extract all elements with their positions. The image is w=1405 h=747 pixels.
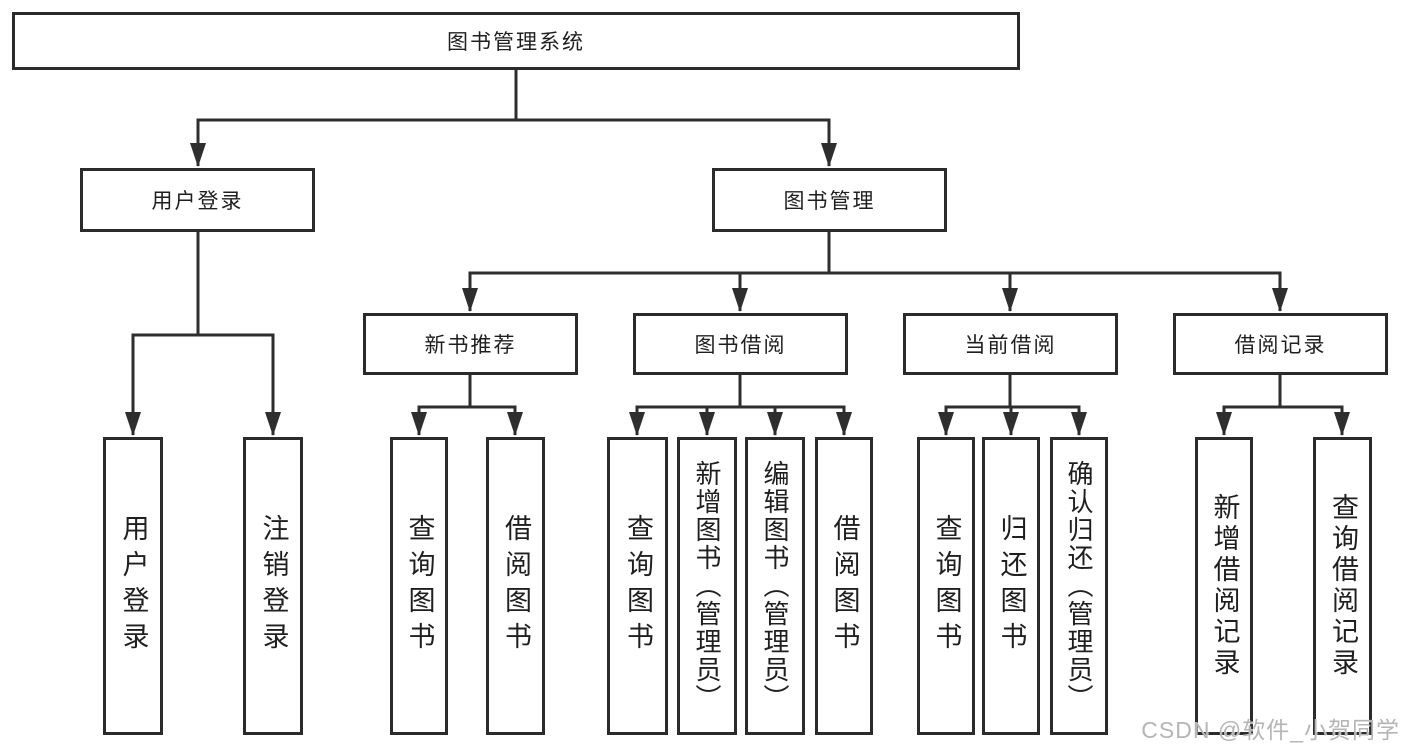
node-leaf-nbr-borrow-books-label: 借阅图书 — [501, 514, 531, 658]
node-root: 图书管理系统 — [12, 12, 1020, 70]
node-leaf-bb-add-books-admin-label: 新增图书（管理员） — [692, 460, 722, 712]
node-new-book-recommend: 新书推荐 — [363, 313, 578, 375]
node-leaf-bb-edit-books-admin-label: 编辑图书（管理员） — [760, 460, 790, 712]
node-leaf-bb-add-books-admin: 新增图书（管理员） — [677, 437, 737, 735]
node-leaf-br-add-record: 新增借阅记录 — [1195, 437, 1253, 735]
node-leaf-logout-label: 注销登录 — [258, 514, 289, 658]
node-book-borrowing-label: 图书借阅 — [694, 334, 787, 357]
node-leaf-cb-return-books: 归还图书 — [982, 437, 1040, 735]
node-book-management: 图书管理 — [712, 168, 947, 232]
node-current-borrowing: 当前借阅 — [903, 313, 1118, 375]
node-current-borrowing-label: 当前借阅 — [964, 334, 1057, 357]
node-leaf-cb-confirm-return-admin-label: 确认归还（管理员） — [1064, 460, 1094, 712]
node-leaf-cb-query-books: 查询图书 — [917, 437, 975, 735]
node-leaf-cb-query-books-label: 查询图书 — [931, 514, 962, 658]
node-borrow-records: 借阅记录 — [1173, 313, 1388, 375]
node-book-borrowing: 图书借阅 — [633, 313, 848, 375]
node-leaf-br-query-record-label: 查询借阅记录 — [1328, 493, 1358, 679]
node-leaf-bb-edit-books-admin: 编辑图书（管理员） — [745, 437, 805, 735]
node-leaf-logout: 注销登录 — [243, 437, 303, 735]
node-leaf-nbr-query-books-label: 查询图书 — [404, 514, 435, 658]
node-new-book-recommend-label: 新书推荐 — [424, 334, 517, 357]
csdn-watermark: CSDN @软件_小贺同学 — [1141, 717, 1400, 743]
node-leaf-cb-confirm-return-admin: 确认归还（管理员） — [1050, 437, 1108, 735]
node-book-management-label: 图书管理 — [783, 190, 876, 213]
node-leaf-bb-query-books-label: 查询图书 — [623, 514, 653, 658]
node-leaf-user-login: 用户登录 — [103, 437, 163, 735]
node-leaf-br-query-record: 查询借阅记录 — [1313, 437, 1372, 735]
node-leaf-nbr-query-books: 查询图书 — [390, 437, 448, 735]
node-leaf-bb-borrow-books: 借阅图书 — [815, 437, 873, 735]
node-leaf-cb-return-books-label: 归还图书 — [996, 514, 1027, 658]
node-borrow-records-label: 借阅记录 — [1234, 334, 1327, 357]
node-user-login: 用户登录 — [80, 168, 315, 232]
node-user-login-label: 用户登录 — [151, 190, 244, 213]
node-root-label: 图书管理系统 — [447, 31, 585, 54]
node-leaf-br-add-record-label: 新增借阅记录 — [1209, 493, 1240, 679]
node-leaf-bb-query-books: 查询图书 — [607, 437, 668, 735]
node-leaf-bb-borrow-books-label: 借阅图书 — [829, 514, 860, 658]
node-leaf-nbr-borrow-books: 借阅图书 — [486, 437, 545, 735]
node-leaf-user-login-label: 用户登录 — [118, 514, 149, 658]
